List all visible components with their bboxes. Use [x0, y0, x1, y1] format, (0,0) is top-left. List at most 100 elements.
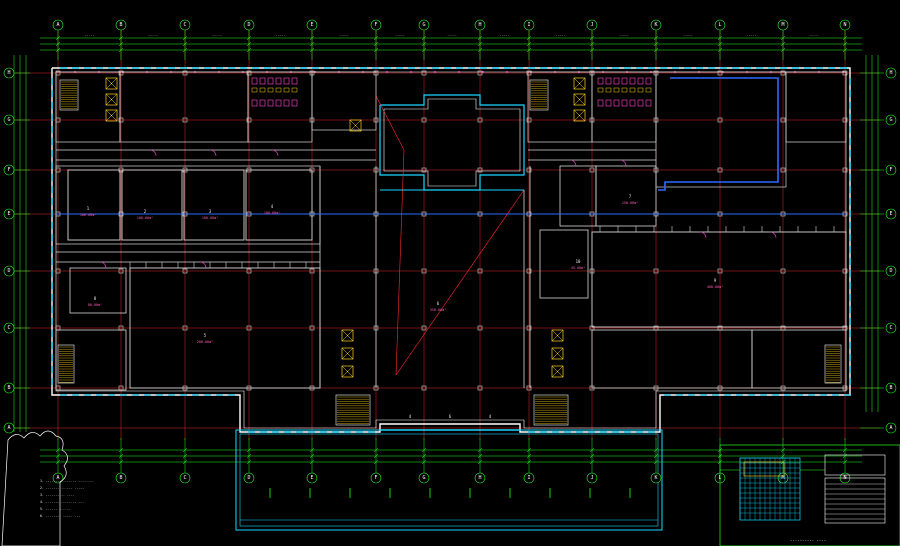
toilet-fixture [283, 99, 290, 107]
column [653, 325, 659, 331]
grid-bubble-top-circle [179, 19, 191, 31]
grid-bubble-bottom-circle [370, 472, 382, 484]
room-name: 9 [714, 278, 717, 283]
column [373, 70, 379, 76]
section-line [375, 95, 405, 151]
column [589, 211, 595, 217]
grid-bubble-right-label: B [889, 385, 892, 391]
column [182, 211, 188, 217]
atrium-inner [383, 98, 521, 187]
entrance-step-label: 4 [409, 414, 412, 419]
column [653, 385, 659, 391]
column [526, 70, 532, 76]
room-right-lower [751, 329, 847, 389]
dimension-tick [526, 41, 532, 47]
grid-bubble-bottom-label: C [183, 475, 186, 481]
room-area: 350.00m² [430, 308, 446, 312]
dimension-tick [373, 35, 379, 41]
elevator-shaft-cross [105, 109, 118, 122]
column [309, 385, 315, 391]
dimension-tick [589, 459, 595, 465]
grid-bubble-top-circle [52, 19, 64, 31]
dimension-tick [589, 447, 595, 453]
dimension-tick [309, 447, 315, 453]
grid-bubble-left-label: F [7, 167, 10, 173]
note-line: 6. -------- ----- --- [40, 514, 80, 518]
column [526, 268, 532, 274]
column [842, 167, 848, 173]
terrace-outline [235, 429, 663, 531]
grid-bubble-top-label: N [843, 22, 846, 28]
room-top-band [785, 71, 847, 143]
grid-bubble-right-circle [885, 67, 897, 79]
column [653, 268, 659, 274]
elevator-shaft [341, 347, 354, 360]
column [717, 325, 723, 331]
dimension-tick [653, 459, 659, 465]
column [182, 117, 188, 123]
toilet-fixture [259, 99, 266, 107]
grid-bubble-right-circle [885, 208, 897, 220]
elevator-shaft-cross [341, 329, 354, 342]
column [246, 167, 252, 173]
column [182, 385, 188, 391]
column [373, 167, 379, 173]
column [118, 117, 124, 123]
toilet-fixture [275, 99, 282, 107]
exterior-wall [51, 67, 851, 433]
room-left-small [69, 267, 127, 314]
dimension-tick [182, 453, 188, 459]
elevator-shaft-cross [573, 93, 586, 106]
grid-bubble-right-circle [885, 322, 897, 334]
grid-bubble-top-label: E [310, 22, 313, 28]
dimension-tick [477, 47, 483, 53]
column [589, 167, 595, 173]
column [589, 117, 595, 123]
dimension-tick [653, 447, 659, 453]
column [421, 117, 427, 123]
grid-bubble-left-circle [3, 382, 15, 394]
grid-bubble-right-label: D [889, 268, 892, 274]
classroom [245, 169, 313, 241]
room-area: 200.00m² [197, 340, 213, 344]
dimension-tick [842, 447, 848, 453]
dimension-tick [653, 453, 659, 459]
grid-bubble-top-circle [777, 19, 789, 31]
column [55, 268, 61, 274]
dimension-tick [421, 35, 427, 41]
grid-bubble-left-label: D [7, 268, 10, 274]
toilet-fixture [291, 99, 298, 107]
column [309, 117, 315, 123]
revision-cloud [1, 430, 68, 546]
room-labels: 1100.00m²2100.00m²3100.00m²4100.00m²5200… [80, 194, 723, 419]
room-right [595, 165, 657, 227]
column [246, 325, 252, 331]
toilet-fixture [251, 99, 258, 107]
dimension-tick [717, 47, 723, 53]
grid-bubble-bottom-label: F [374, 475, 377, 481]
column [477, 385, 483, 391]
legend-label-box [743, 461, 785, 477]
door-swing [699, 231, 707, 239]
dimension-tick [309, 41, 315, 47]
dimension-tick [780, 35, 786, 41]
grid-bubble-left-circle [3, 67, 15, 79]
grid-bubble-right-circle [885, 422, 897, 434]
elevator-shaft [551, 329, 564, 342]
dimension-tick [55, 41, 61, 47]
column [182, 70, 188, 76]
dimension-tick [118, 459, 124, 465]
dimension-tick [780, 47, 786, 53]
column [780, 117, 786, 123]
toilet-fixture [629, 77, 636, 85]
elevator-shaft [573, 93, 586, 106]
column [118, 167, 124, 173]
dimension-tick [717, 35, 723, 41]
grid-bubble-top-circle [115, 19, 127, 31]
column [717, 268, 723, 274]
dimension-tick [717, 41, 723, 47]
room-name: 8 [94, 296, 97, 301]
elevator-shaft-cross [551, 365, 564, 378]
sink-fixture [597, 87, 604, 93]
